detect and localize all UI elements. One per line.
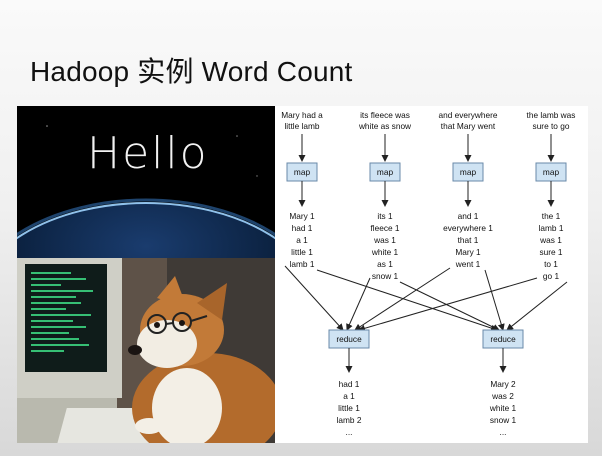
map-3-output-3: that 1 — [458, 235, 479, 245]
input-3-line-1: and everywhere — [438, 110, 497, 120]
map-4-output-6: go 1 — [543, 271, 560, 281]
mapreduce-diagram: Mary had a little lamb its fleece was wh… — [275, 106, 588, 443]
reduce-1-output-2: a 1 — [343, 391, 355, 401]
reduce-2-output-3: white 1 — [489, 403, 517, 413]
map-1-output-1: Mary 1 — [289, 211, 315, 221]
reduce-1-output-1: had 1 — [339, 379, 360, 389]
map-1-output-2: had 1 — [292, 223, 313, 233]
map-2-output-2: fleece 1 — [370, 223, 399, 233]
map-box-1-label: map — [294, 167, 311, 177]
input-1-line-2: little lamb — [284, 121, 319, 131]
input-3-line-2: that Mary went — [441, 121, 496, 131]
map-2-output-3: was 1 — [373, 235, 396, 245]
map-3-output-4: Mary 1 — [455, 247, 481, 257]
map-1-output-3: a 1 — [296, 235, 308, 245]
reduce-1-output-4: lamb 2 — [337, 415, 362, 425]
map-1-output-4: little 1 — [291, 247, 313, 257]
reduce-box-2-label: reduce — [490, 334, 516, 344]
map-3-output-1: and 1 — [458, 211, 479, 221]
map-1-output-5: lamb 1 — [290, 259, 315, 269]
map-2-output-6: snow 1 — [372, 271, 399, 281]
map-4-output-2: lamb 1 — [539, 223, 564, 233]
reduce-2-output-2: was 2 — [491, 391, 514, 401]
dog-at-computer-illustration — [17, 258, 275, 443]
map-4-output-1: the 1 — [542, 211, 561, 221]
input-2-line-1: its fleece was — [360, 110, 410, 120]
map-3-output-2: everywhere 1 — [443, 223, 493, 233]
map-3-output-5: went 1 — [455, 259, 481, 269]
map-box-2-label: map — [377, 167, 394, 177]
map-2-output-5: as 1 — [377, 259, 393, 269]
reduce-box-1-label: reduce — [336, 334, 362, 344]
reduce-2-output-4: snow 1 — [490, 415, 517, 425]
reduce-2-output-1: Mary 2 — [490, 379, 516, 389]
dog-computer-photo — [17, 258, 275, 443]
reduce-1-output-3: little 1 — [338, 403, 360, 413]
slide-title: Hadoop 实例 Word Count — [30, 56, 353, 87]
map-box-3-label: map — [460, 167, 477, 177]
reduce-1-output-5: ... — [346, 427, 353, 437]
shuffle-connections — [284, 265, 568, 332]
reduce-2-output-5: ... — [500, 427, 507, 437]
map-2-output-4: white 1 — [371, 247, 399, 257]
input-1-line-1: Mary had a — [281, 110, 323, 120]
mapreduce-diagram-svg: Mary had a little lamb its fleece was wh… — [281, 110, 576, 437]
hello-text: Hello — [87, 128, 209, 179]
hello-earth-image: Hello — [17, 106, 275, 258]
map-4-output-3: was 1 — [539, 235, 562, 245]
map-2-output-1: its 1 — [377, 211, 393, 221]
map-4-output-4: sure 1 — [539, 247, 562, 257]
map-4-output-5: to 1 — [544, 259, 558, 269]
map-box-4-label: map — [543, 167, 560, 177]
input-2-line-2: white as snow — [358, 121, 412, 131]
input-4-line-2: sure to go — [533, 121, 570, 131]
input-4-line-1: the lamb was — [527, 110, 576, 120]
corgi-dog-icon — [128, 276, 275, 443]
earth-horizon-graphic — [17, 106, 275, 258]
